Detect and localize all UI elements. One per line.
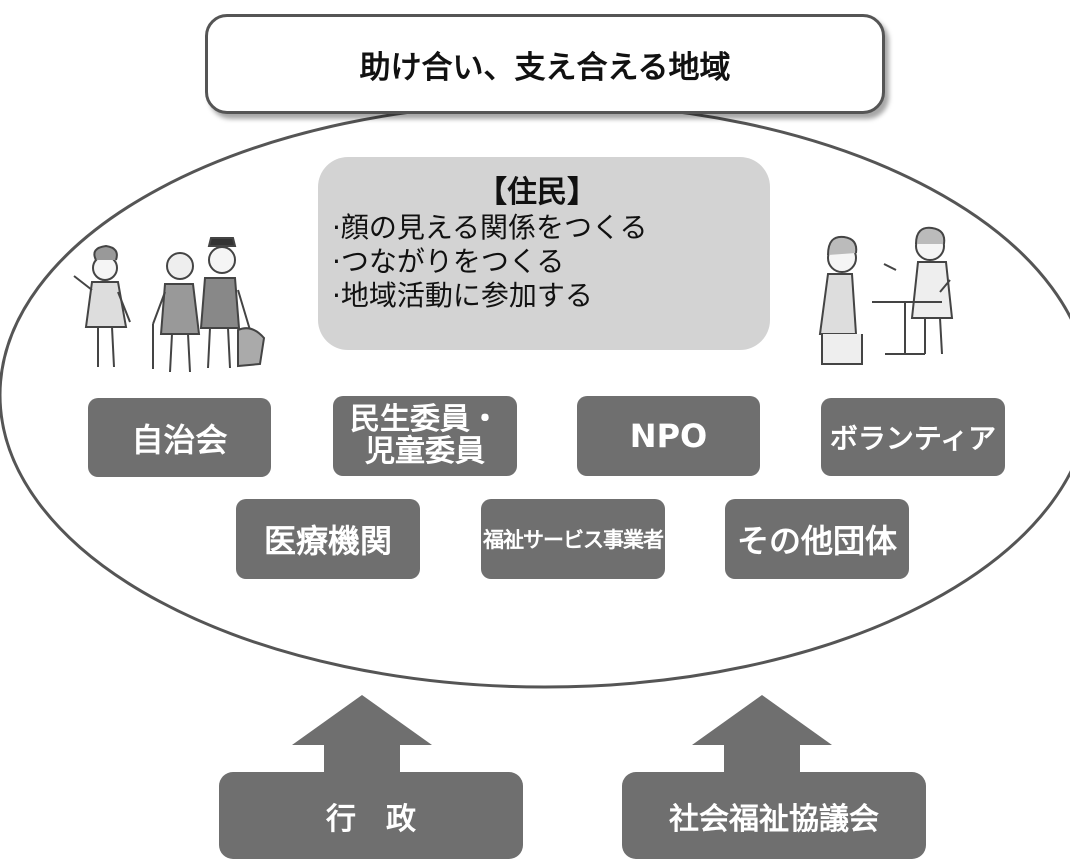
org-label-line2: 児童委員 [365,434,485,469]
residents-item: ·地域活動に参加する [332,279,593,312]
shakyo-box: 社会福祉協議会 [622,772,926,859]
org-label: 自治会 [131,420,228,459]
residents-item: ·顔の見える関係をつくる [332,211,648,244]
shakyo-label: 社会福祉協議会 [669,801,879,837]
gyosei-label: 行 政 [326,801,416,837]
meeting-illustration [818,226,954,365]
org-label: NPO [629,417,708,455]
residents-item: ·つながりをつくる [332,245,565,278]
left-up-arrow [292,695,432,790]
gyosei-box: 行 政 [219,772,523,859]
org-box-npo: NPO [577,396,760,476]
residents-heading: 【住民】 [477,175,597,210]
title-text: 助け合い、支え合える地域 [359,49,731,86]
org-label: 医療機関 [263,522,392,560]
org-label: ボランティア [829,422,997,455]
org-box-other: その他団体 [725,499,909,579]
org-box-welfare-service: 福祉サービス事業者 [481,499,665,579]
org-box-jichikai: 自治会 [88,398,271,477]
org-label: その他団体 [736,522,897,560]
org-label-line1: 民生委員・ [350,402,500,437]
org-box-medical: 医療機関 [236,499,420,579]
elderly-people-illustration [73,237,266,373]
org-label: 福祉サービス事業者 [483,528,664,552]
org-box-volunteer: ボランティア [821,398,1005,476]
right-up-arrow [692,695,832,790]
title-box: 助け合い、支え合える地域 [205,14,885,114]
org-box-minsei-iin: 民生委員・ 児童委員 [333,396,517,476]
residents-box: 【住民】 ·顔の見える関係をつくる ·つながりをつくる ·地域活動に参加する [318,157,770,350]
